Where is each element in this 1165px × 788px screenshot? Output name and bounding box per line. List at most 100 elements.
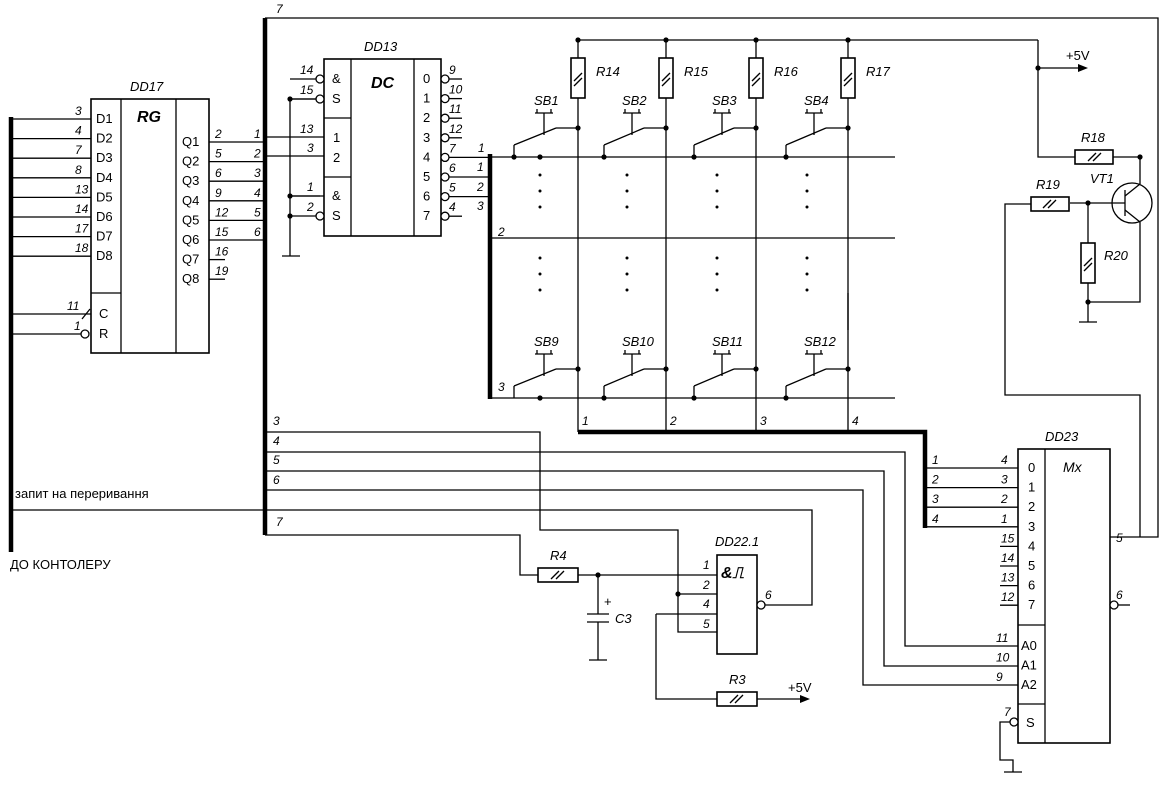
dd23-data-label: 0 [1028,460,1035,475]
bus-line-3: 3 [273,414,280,428]
column-bus-number: 2 [669,414,677,428]
dd17-output-pin: 19 [215,264,229,278]
bus-line-4: 4 [273,434,280,448]
dd13-s-pin: 2 [306,200,314,214]
column-bus-number: 4 [852,414,859,428]
dd13-input-label: 1 [333,130,340,145]
r19-resistor [1030,196,1070,212]
bus-line-7: 7 [276,515,284,529]
bus-wire-number: 3 [254,166,261,180]
dd17-output-label: Q8 [182,271,199,286]
bus-wire-number: 5 [254,205,261,219]
dd17-output-label: Q5 [182,212,199,227]
dd22-pin-5: 5 [703,617,710,631]
dd23-data-label: 5 [1028,558,1035,573]
bus-lower-wires [11,431,1018,686]
dd13-decoder [323,58,442,237]
dd17-input-label: D1 [96,111,113,126]
dd17-c-label: C [99,306,108,321]
dd17-input-pin: 3 [75,104,82,118]
dd13-output-label: 2 [423,110,430,125]
dd17-input-label: D4 [96,170,113,185]
dd23-bus-id: 2 [931,473,939,487]
dd23-address-pin: 11 [996,631,1008,645]
dd23-data-label: 2 [1028,499,1035,514]
dd22-chip-label: &⎍ [721,565,745,582]
c3-plus: + [604,594,612,609]
dd17-input-pin: 8 [75,163,82,177]
key-switch [513,109,581,160]
dd23-data-label: 4 [1028,538,1035,553]
pullup-ref: R17 [866,64,891,79]
dd13-output-label: 5 [423,169,430,184]
dd13-input-label: 2 [333,150,340,165]
dd13-s-bottom: S [332,208,341,223]
pullup-resistor [658,57,674,99]
r20-resistor [1080,242,1096,284]
key-ref: SB10 [622,334,655,349]
r4-resistor [537,567,579,583]
dd23-bus-id: 4 [932,512,939,526]
controller-label: ДО КОНТОЛЕРУ [10,557,111,572]
dd17-output-label: Q4 [182,193,199,208]
row-bus-pin: 2 [476,180,484,194]
key-ref: SB2 [622,93,647,108]
key-switch [783,109,851,160]
dd23-address-label: A2 [1021,677,1037,692]
row-bus-number: 2 [497,225,505,239]
row-bus-number: 3 [498,380,505,394]
dd23-data-pin: 13 [1001,571,1015,585]
dd17-input-pin: 7 [75,143,83,157]
dd23-data-label: 7 [1028,597,1035,612]
bus-wire-number: 1 [254,127,261,141]
key-switch [691,109,759,160]
dd17-output-label: Q1 [182,134,199,149]
r18-resistor [1074,149,1114,165]
main-bus-top-number: 7 [276,2,284,16]
dd13-chip-label: DC [371,75,395,92]
dd13-and-bottom: & [332,188,341,203]
key-ref: SB11 [712,334,743,349]
dd13-output-pin: 10 [449,83,463,97]
dd17-r-pin: 1 [74,319,81,333]
pullup-ref: R15 [684,64,709,79]
interrupt-request-label: запит на переривання [15,486,149,501]
column-bus [578,429,928,528]
dd17-output-label: Q3 [182,173,199,188]
dd13-output-label: 6 [423,189,430,204]
dd13-s-top: S [332,91,341,106]
dd17-input-label: D7 [96,229,113,244]
dd17-input-pin: 13 [75,182,89,196]
pullup-resistor [840,57,856,99]
dd23-data-pin: 4 [1001,453,1008,467]
bus-wire-number: 6 [254,225,261,239]
row-bus-pin: 3 [477,199,484,213]
dd17-register [90,98,210,354]
dd17-r-label: R [99,326,108,341]
dd23-data-label: 1 [1028,480,1035,495]
key-ref: SB3 [712,93,737,108]
dd17-output-pin: 5 [215,147,222,161]
key-switch [601,350,669,401]
dd23-chip-label: Mx [1063,459,1083,475]
r4-ref: R4 [550,548,567,563]
dd23-multiplexer [1017,448,1111,744]
dd17-input-pin: 14 [75,202,89,216]
c3-ref: C3 [615,611,632,626]
dd13-input-pin: 3 [307,141,314,155]
bus-line-6: 6 [273,473,280,487]
dd17-output-label: Q6 [182,232,199,247]
dd13-output-pin: 9 [449,63,456,77]
dd23-bus-id: 1 [932,453,939,467]
dd23-pin-6: 6 [1116,588,1123,602]
dd23-address-label: A0 [1021,638,1037,653]
dd17-output-pin: 2 [214,127,222,141]
dd13-s-pin: 15 [300,83,314,97]
dd17-output-label: Q2 [182,154,199,169]
dd13-output-pin: 5 [449,181,456,195]
key-switch [601,109,669,160]
